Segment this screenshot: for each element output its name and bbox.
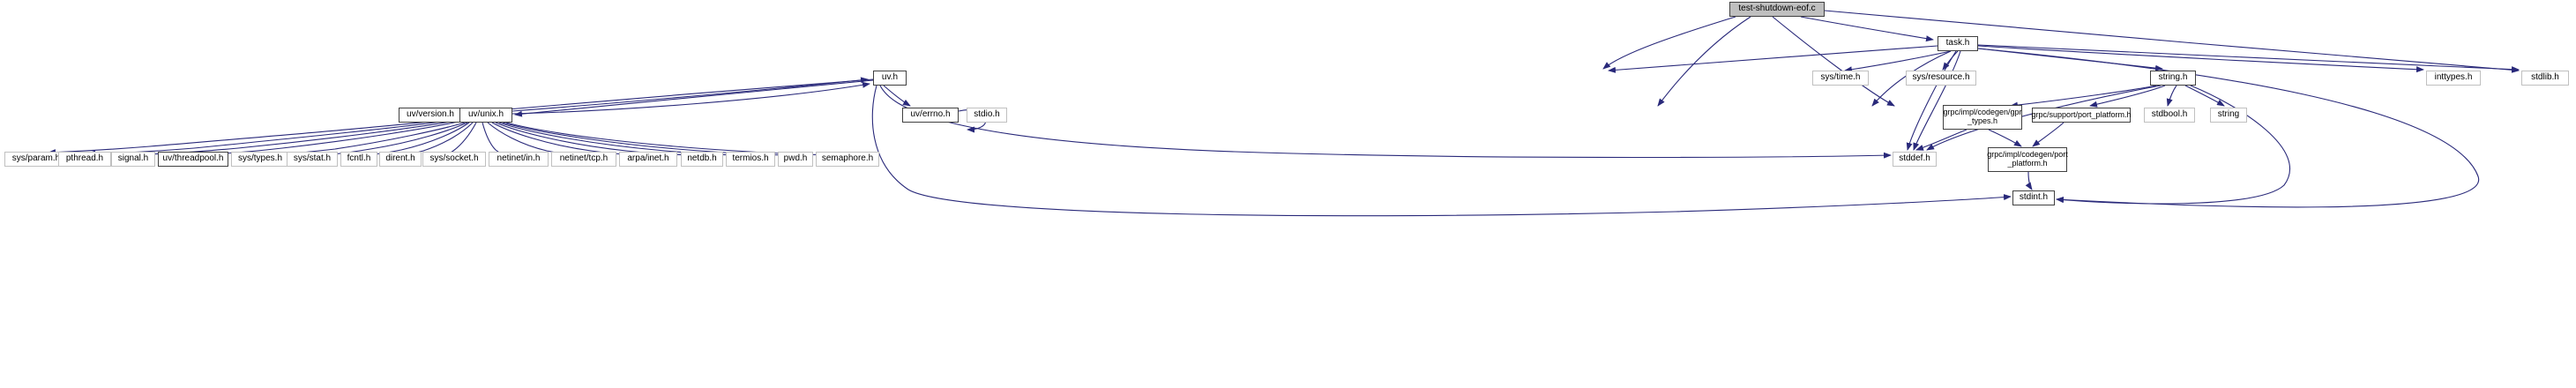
graph-node-netdb[interactable]: netdb.h — [681, 152, 723, 167]
graph-node-threadpool[interactable]: uv/threadpool.h — [158, 152, 228, 167]
graph-node-pwd[interactable]: pwd.h — [778, 152, 813, 167]
graph-node-gprtypes[interactable]: grpc/impl/codegen/gpr _types.h — [1943, 105, 2022, 130]
graph-edge-uvh-to-uvversion — [465, 78, 874, 116]
graph-edge-task-to-inttypes — [1977, 45, 2424, 73]
graph-edge-uvunix-to-uvh — [511, 77, 869, 112]
graph-node-stdlib[interactable]: stdlib.h — [2521, 71, 2569, 86]
graph-node-stddef[interactable]: stddef.h — [1893, 152, 1937, 167]
graph-edge-string_h-to-portplat — [2089, 85, 2166, 108]
graph-edge-task-to-stddef — [1913, 50, 1961, 151]
graph-edge-uvh-to-stddef — [879, 85, 1892, 159]
graph-edge-task-to-systime — [1844, 50, 1952, 73]
graph-edge-task-to-stddef — [1906, 50, 1957, 151]
graph-node-uverrno[interactable]: uv/errno.h — [902, 108, 959, 123]
graph-edge-string_h-to-stringcpp — [2184, 85, 2225, 107]
graph-edge-string_h-to-gprtypes — [2010, 85, 2157, 108]
graph-node-dirent[interactable]: dirent.h — [379, 152, 422, 167]
graph-node-uvh[interactable]: uv.h — [873, 71, 907, 86]
graph-edge-root-to-stdio — [1772, 16, 1895, 107]
graph-edge-task-to-stdlib — [1977, 44, 2520, 73]
graph-edge-uvh-to-stdint — [871, 85, 2012, 217]
graph-node-semaphore[interactable]: semaphore.h — [816, 152, 879, 167]
graph-edge-uvh-to-uverrno — [883, 85, 911, 107]
graph-node-pthread[interactable]: pthread.h — [58, 152, 111, 167]
graph-edge-uvunix-to-netinetin — [482, 122, 511, 159]
graph-edge-root-to-uverrno — [1657, 16, 1751, 107]
graph-node-stringcpp[interactable]: string — [2210, 108, 2247, 123]
graph-edge-gprtypes-to-codegenport — [1988, 129, 2022, 147]
graph-node-portplat[interactable]: grpc/support/port_platform.h — [2031, 108, 2132, 123]
graph-edge-string_h-to-stdint — [2056, 85, 2290, 205]
graph-edge-uvunix-to-uvh — [511, 81, 870, 115]
graph-node-syssocket[interactable]: sys/socket.h — [422, 152, 486, 167]
graph-edge-root-to-task — [1800, 16, 1934, 42]
graph-node-task[interactable]: task.h — [1938, 36, 1978, 51]
graph-edge-task-to-uvh — [1608, 45, 1938, 73]
graph-node-root[interactable]: test-shutdown-eof.c — [1729, 2, 1825, 17]
graph-edge-string_h-to-stdbool — [2166, 85, 2177, 107]
graph-node-uvversion[interactable]: uv/version.h — [399, 108, 462, 123]
graph-edge-uvh-to-uvunix — [514, 79, 874, 117]
graph-edge-portplat-to-codegenport — [2032, 122, 2065, 147]
graph-edge-task-to-sysresource — [1942, 50, 1959, 71]
graph-node-inttypes[interactable]: inttypes.h — [2426, 71, 2481, 86]
graph-node-stdio[interactable]: stdio.h — [967, 108, 1007, 123]
graph-node-codegenport[interactable]: grpc/impl/codegen/port _platform.h — [1987, 147, 2068, 172]
graph-node-netinettcp[interactable]: netinet/tcp.h — [551, 152, 616, 167]
graph-node-systime[interactable]: sys/time.h — [1812, 71, 1869, 86]
graph-node-string_h[interactable]: string.h — [2150, 71, 2196, 86]
graph-node-termios[interactable]: termios.h — [726, 152, 775, 167]
graph-node-uvunix[interactable]: uv/unix.h — [459, 108, 512, 123]
graph-node-sysresource[interactable]: sys/resource.h — [1906, 71, 1976, 86]
graph-node-systypes[interactable]: sys/types.h — [231, 152, 289, 167]
graph-edge-gprtypes-to-stddef — [1915, 129, 1967, 151]
graph-edge-task-to-stdint — [1977, 48, 2479, 208]
graph-node-stdint[interactable]: stdint.h — [2012, 190, 2055, 205]
graph-edge-uvunix-to-semaphore — [505, 122, 843, 159]
graph-node-arpainet[interactable]: arpa/inet.h — [619, 152, 677, 167]
graph-node-stdbool[interactable]: stdbool.h — [2144, 108, 2195, 123]
graph-node-netinetin[interactable]: netinet/in.h — [489, 152, 549, 167]
graph-node-fcntl[interactable]: fcntl.h — [340, 152, 377, 167]
graph-node-sysstat[interactable]: sys/stat.h — [287, 152, 338, 167]
graph-edge-root-to-uvh — [1602, 16, 1736, 70]
graph-node-signal[interactable]: signal.h — [111, 152, 155, 167]
graph-edge-uvunix-to-sysparam — [48, 117, 460, 156]
graph-edge-codegenport-to-stdint — [2025, 171, 2033, 190]
